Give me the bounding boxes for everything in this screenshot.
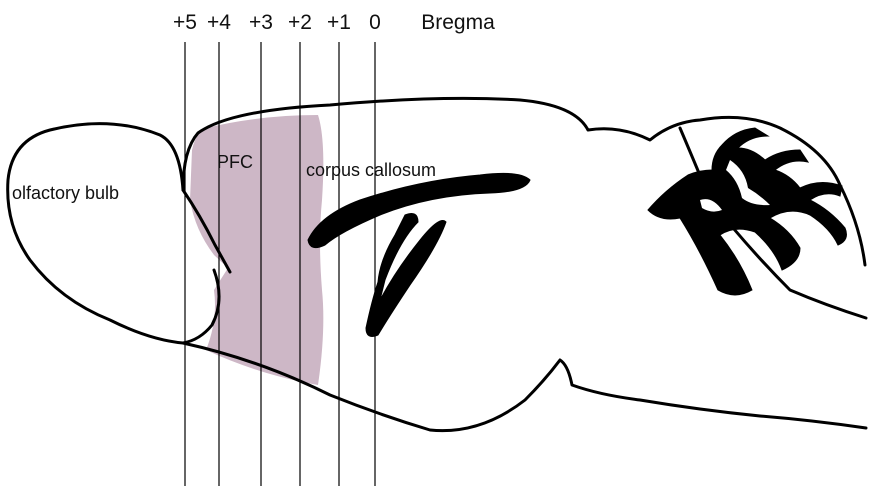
pfc-shaded-region	[190, 115, 323, 385]
corpus-callosum-label: corpus callosum	[306, 161, 436, 179]
coronal-plane-label: +3	[249, 12, 273, 33]
coronal-plane-label: +2	[288, 12, 312, 33]
coronal-plane-label: 0	[369, 12, 381, 33]
coronal-plane-label: +4	[207, 12, 231, 33]
fornix-structure	[366, 214, 446, 337]
coronal-plane-label: +1	[327, 12, 351, 33]
bregma-label: Bregma	[421, 12, 495, 33]
coronal-plane-label: +5	[173, 12, 197, 33]
olfactory-bulb-label: olfactory bulb	[12, 184, 119, 202]
corpus-callosum	[308, 173, 530, 247]
pfc-label: PFC	[217, 153, 253, 171]
